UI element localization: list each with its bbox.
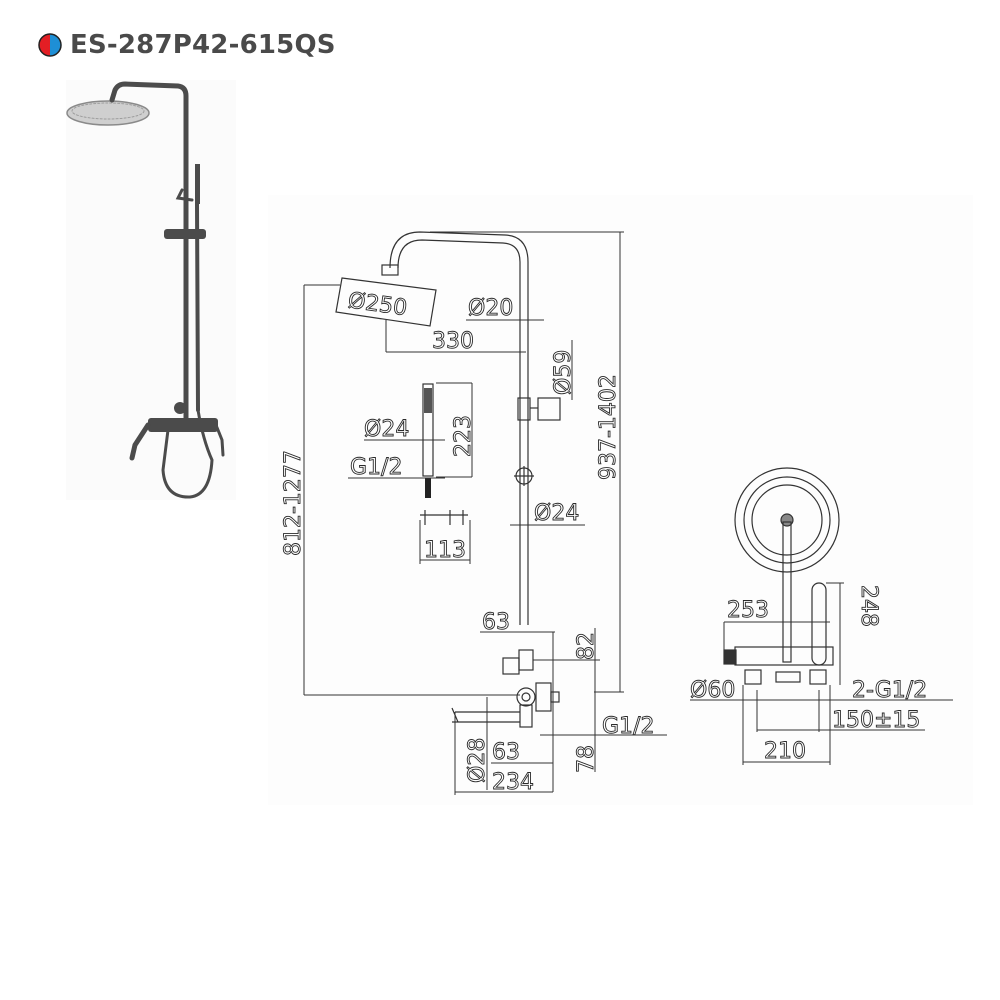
dim-hand-shower-diameter: Ø24 [364,417,409,442]
dim-hand-shower-thread: G1/2 [350,455,402,480]
dim-handle-height: 248 [856,585,881,627]
front-view-drawing [335,231,561,728]
dim-holder-diameter: Ø59 [551,350,576,395]
dim-overall-width: 210 [764,739,806,764]
dimension-labels: Ø250 Ø20 330 Ø59 937-1402 812-1277 Ø24 2… [281,288,928,796]
dim-mixer-height-bottom: 78 [574,745,599,773]
product-photo-render [66,81,225,499]
dim-arm-reach: 330 [432,329,474,354]
dim-inlet-spacing: 150±15 [832,708,920,733]
dim-hand-shower-length: 223 [451,415,476,457]
model-code: ES-287P42-615QS [70,30,336,60]
dim-inlet-thread: G1/2 [602,714,654,739]
dim-riser-diameter: Ø24 [534,501,579,526]
dim-mixer-height-top: 82 [574,632,599,660]
dim-inlet-threads: 2-G1/2 [852,678,927,703]
dim-mixer-offset-top: 63 [482,610,510,635]
dim-mixer-offset-bottom: 63 [492,740,520,765]
dim-holder-width: 113 [424,538,466,563]
dim-spout-diameter: Ø28 [465,738,490,783]
dim-mixer-body-length: 253 [727,598,769,623]
dim-pipe-diameter: Ø20 [468,296,513,321]
side-view-drawing [723,467,840,685]
product-title: ES-287P42-615QS [38,30,336,60]
dim-shower-head-diameter: Ø250 [346,288,408,321]
dim-spout-length: 234 [492,770,534,795]
hot-cold-indicator-icon [38,33,62,57]
front-view-dimension-lines [303,231,667,795]
dim-total-height: 937-1402 [596,374,621,480]
side-view-dimension-lines [690,582,953,765]
dim-head-to-mixer: 812-1277 [281,450,306,556]
dim-flange-diameter: Ø60 [690,678,735,703]
